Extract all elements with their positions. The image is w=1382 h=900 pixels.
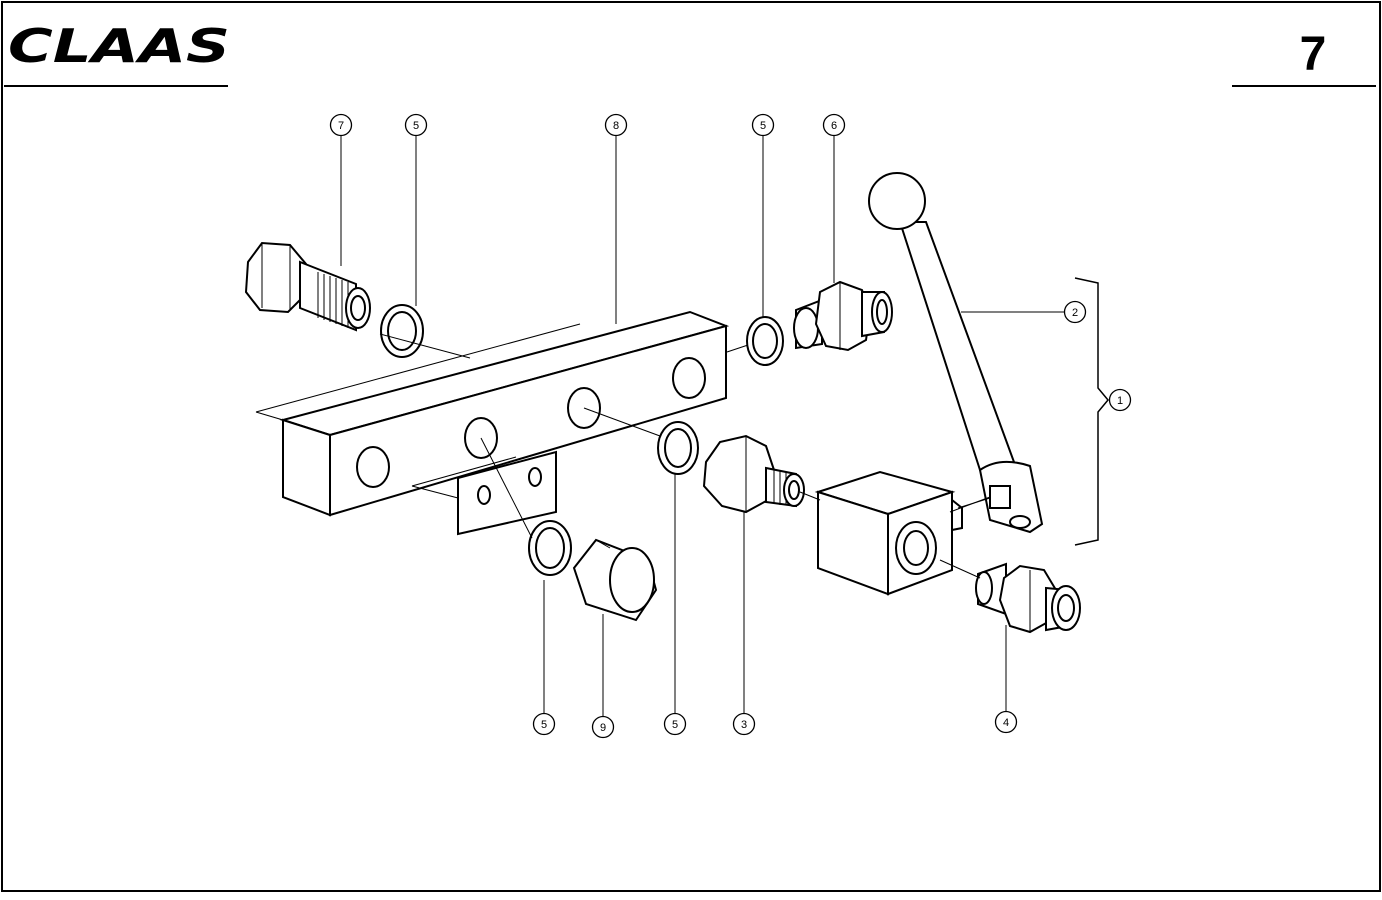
callout-5-top-left[interactable]: 5: [404, 113, 428, 137]
sealing-washer-bottom: [528, 520, 572, 576]
callout-6[interactable]: 6: [822, 113, 846, 137]
brand-logo: CLAAS: [4, 19, 230, 87]
callout-8[interactable]: 8: [604, 113, 628, 137]
callout-3[interactable]: 3: [732, 712, 756, 736]
blanking-cap: [572, 538, 658, 622]
assembly-axis-lines: [379, 333, 991, 579]
union-adapter: [793, 280, 893, 352]
valve-body: [814, 470, 963, 596]
reducing-adapter: [702, 434, 805, 514]
page-number-block: 7: [1232, 28, 1376, 87]
svg-text:3: 3: [741, 719, 747, 731]
page-number: 7: [1300, 28, 1327, 81]
mount-plane-lines: [255, 323, 581, 499]
straight-connector: [975, 562, 1081, 634]
manifold-block: [279, 310, 730, 536]
brand-logo-text: CLAAS: [8, 19, 230, 73]
callout-5-bottom-left[interactable]: 5: [532, 712, 556, 736]
svg-text:5: 5: [760, 120, 766, 132]
svg-text:4: 4: [1003, 717, 1009, 729]
svg-text:8: 8: [613, 120, 619, 132]
svg-text:5: 5: [672, 719, 678, 731]
leader-lines: [340, 136, 1064, 716]
svg-text:9: 9: [600, 722, 606, 734]
callout-4[interactable]: 4: [994, 710, 1018, 734]
assembly-bracket: [1074, 277, 1109, 546]
callout-7[interactable]: 7: [329, 113, 353, 137]
callout-5-bottom-middle[interactable]: 5: [663, 712, 687, 736]
svg-text:6: 6: [831, 120, 837, 132]
svg-text:5: 5: [413, 120, 419, 132]
callout-5-top-right[interactable]: 5: [751, 113, 775, 137]
svg-text:7: 7: [338, 120, 344, 132]
sealing-washer-top-left: [380, 304, 424, 358]
banjo-bolt: [244, 241, 371, 332]
callout-1[interactable]: 1: [1108, 388, 1132, 412]
svg-text:2: 2: [1072, 307, 1078, 319]
svg-text:1: 1: [1117, 395, 1123, 407]
lever-handle: [868, 172, 1044, 534]
sealing-washer-middle: [657, 421, 699, 475]
svg-text:5: 5: [541, 719, 547, 731]
sealing-washer-top-right: [746, 316, 784, 366]
callout-9[interactable]: 9: [591, 715, 615, 739]
callout-2[interactable]: 2: [1063, 300, 1087, 324]
